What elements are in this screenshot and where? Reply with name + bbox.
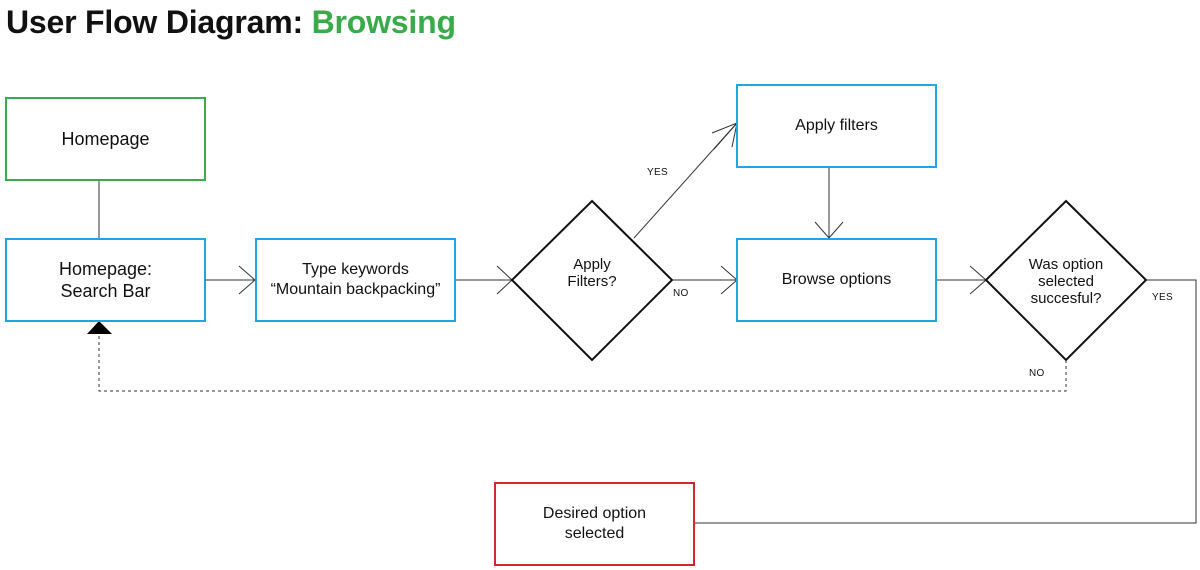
edge-label-filters-yes: YES (647, 167, 668, 178)
apply-filters-decision-label: Apply Filters? (567, 256, 617, 290)
type-keywords-node: Type keywords “Mountain backpacking” (255, 238, 456, 322)
edge-label-success-yes: YES (1152, 292, 1173, 303)
arrowhead-apply-filters-side-a (713, 122, 738, 150)
edge-label-success-no: NO (1029, 368, 1045, 379)
title-prefix: User Flow Diagram: (6, 4, 312, 40)
browse-options-label: Browse options (781, 271, 892, 288)
type-keywords-label: Type keywords “Mountain backpacking” (270, 261, 441, 298)
arrowhead-back-to-search (87, 321, 112, 334)
search-bar-node: Homepage: Search Bar (5, 238, 206, 322)
page-title: User Flow Diagram: Browsing (6, 0, 456, 44)
edge-label-filters-no: NO (673, 288, 689, 299)
homepage-label: Homepage (61, 129, 150, 149)
desired-option-node: Desired option selected (494, 482, 695, 566)
decision-apply-filters-shape (510, 199, 674, 362)
browse-options-node: Browse options (736, 238, 937, 322)
title-highlight: Browsing (311, 4, 456, 40)
desired-option-label: Desired option selected (542, 505, 647, 542)
apply-filters-label: Apply filters (795, 117, 878, 134)
arrowhead-apply-filters-side-b (711, 122, 738, 134)
connector-success-yes (695, 279, 1197, 524)
apply-filters-node: Apply filters (736, 84, 937, 168)
homepage-node: Homepage (5, 97, 206, 181)
decision-option-success-shape (984, 199, 1148, 362)
connector-success-no (98, 334, 1067, 392)
search-bar-label: Homepage: Search Bar (58, 259, 153, 301)
option-success-decision-label: Was option selected succesful? (1028, 256, 1104, 307)
